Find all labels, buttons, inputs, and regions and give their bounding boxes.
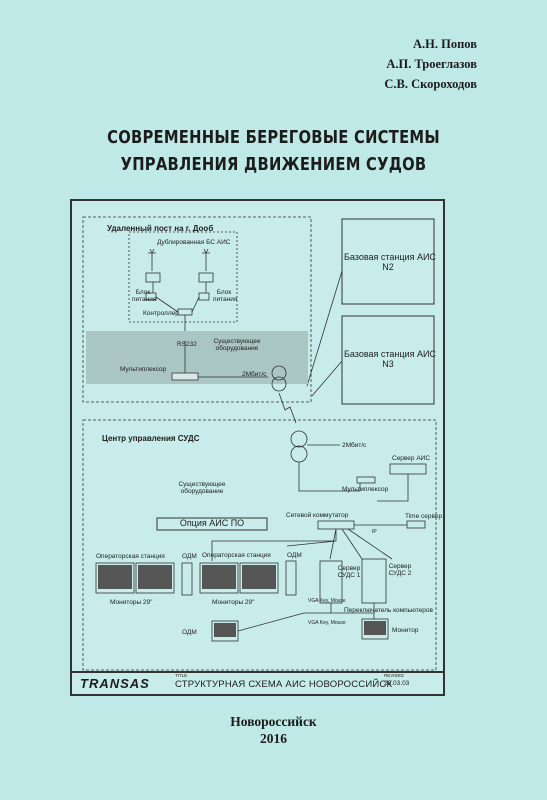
label-multiplexer: Мультиплексор [120,366,167,373]
label-monitors-2: Мониторы 29" [212,599,255,606]
ais-unit-right [198,272,214,283]
label-existing-eq: Существующее оборудование [213,338,261,352]
label-dup-bs: Дублированная БС АИС [157,239,231,246]
label-server-suds-1: Сервер СУДС 1 [337,565,361,579]
psu-left-box [145,292,157,301]
label-monitor: Монитор [392,627,419,634]
label-ais-server: Сервер АИС [392,455,431,462]
label-base-n3-line1: Базовая станция АИС [344,349,436,359]
label-remote-post: Удаленный пост на г. Дооб [107,224,214,233]
label-controller: Контроллер [143,310,179,317]
stamp-date: 28.03.03 [384,680,410,687]
label-operator-station-1: Операторская станция [96,553,165,560]
monitor-2 [135,562,175,594]
stamp-title-small: TITLE [175,673,188,678]
label-monitors-1: Мониторы 29" [110,599,153,606]
label-center-multiplexer: Мультиплексор [342,486,389,493]
monitor-box [361,618,389,640]
label-time-server: Time сервер [405,513,443,520]
server-suds-2-box [361,558,387,604]
drawing-stamp: TRANSAS TITLE СТРУКТУРНАЯ СХЕМА АИС НОВО… [72,671,443,694]
center-multiplexer-box [356,476,376,484]
publisher-city: Новороссийск [230,714,317,729]
monitor-3 [199,562,239,594]
book-title: СОВРЕМЕННЫЕ БЕРЕГОВЫЕ СИСТЕМЫ УПРАВЛЕНИЯ… [49,124,498,178]
antenna-right [202,248,210,271]
authors-block: А.Н. Попов А.П. Троеглазов С.В. Скороход… [384,34,477,94]
author-3: С.В. Скороходов [384,77,477,91]
base-station-n2-box [341,218,435,305]
psu-right-box [198,292,210,301]
label-server-suds-2: Сервер СУДС 2 [388,563,412,577]
label-2mbit-center: 2Мбит/с [342,442,367,449]
label-rs232: RS232 [177,341,197,348]
modem-2 [271,376,287,392]
center-modem-2 [290,445,308,463]
stamp-revised: REVISED [384,673,404,678]
center-modem-1 [290,430,308,448]
bs-frame [128,231,238,323]
antenna-left [148,248,156,271]
time-server-box [406,520,426,529]
label-odm-2: ОДМ [287,552,302,559]
switch-box [317,520,355,530]
label-base-n3-line2: N3 [382,359,394,369]
label-2mbit-top: 2Мбит/с [242,371,267,378]
label-psu-right: Блок питания [213,289,238,303]
base-station-n3-box [341,315,435,405]
label-network-switch: Сетевой коммутатор [286,512,349,519]
ais-option-box [156,517,268,531]
ais-unit-left [145,272,161,283]
publisher-year: 2016 [260,731,287,746]
odm-tower-2 [285,560,297,596]
diagram-sheet: Удаленный пост на г. Дооб Дублированная … [70,199,445,696]
center-frame [82,419,437,671]
label-existing-eq-center: Существующее оборудование [178,481,226,495]
remote-post-frame [82,216,312,403]
label-kvm-switch: Переключатель компьютеров [344,607,433,614]
modem-1 [271,365,287,381]
author-1: А.Н. Попов [413,37,477,51]
label-psu-left: Блок питания [132,289,157,303]
label-center: Центр управления СУДС [102,434,200,443]
label-base-n2-line2: N2 [382,262,394,272]
title-line-1: СОВРЕМЕННЫЕ БЕРЕГОВЫЕ СИСТЕМЫ [107,127,440,148]
stamp-title: СТРУКТУРНАЯ СХЕМА АИС НОВОРОССИЙСК [175,679,393,690]
label-vga-1: VGA Key, Mouse [308,598,346,604]
controller-box [177,308,193,316]
label-ais-option: Опция АИС ПО [179,518,245,528]
multiplexer-box [171,372,199,381]
label-base-n2-line1: Базовая станция АИС [344,252,436,262]
monitor-4 [239,562,279,594]
monitor-1 [95,562,135,594]
author-2: А.П. Троеглазов [386,57,477,71]
label-odm-3: ОДМ [182,629,197,636]
odm-tower-1 [181,562,193,596]
network-diagram [82,216,437,671]
label-vga-2: VGA Key, Mouse [308,620,346,626]
label-operator-station-2: Операторская станция [202,552,271,559]
label-odm-1: ОДМ [182,553,197,560]
title-line-2: УПРАВЛЕНИЯ ДВИЖЕНИЕМ СУДОВ [120,154,427,175]
ais-server-box [389,463,427,475]
label-ip: IP [372,529,377,535]
transas-logo: TRANSAS [80,676,150,691]
publisher-block: Новороссийск 2016 [0,713,547,747]
